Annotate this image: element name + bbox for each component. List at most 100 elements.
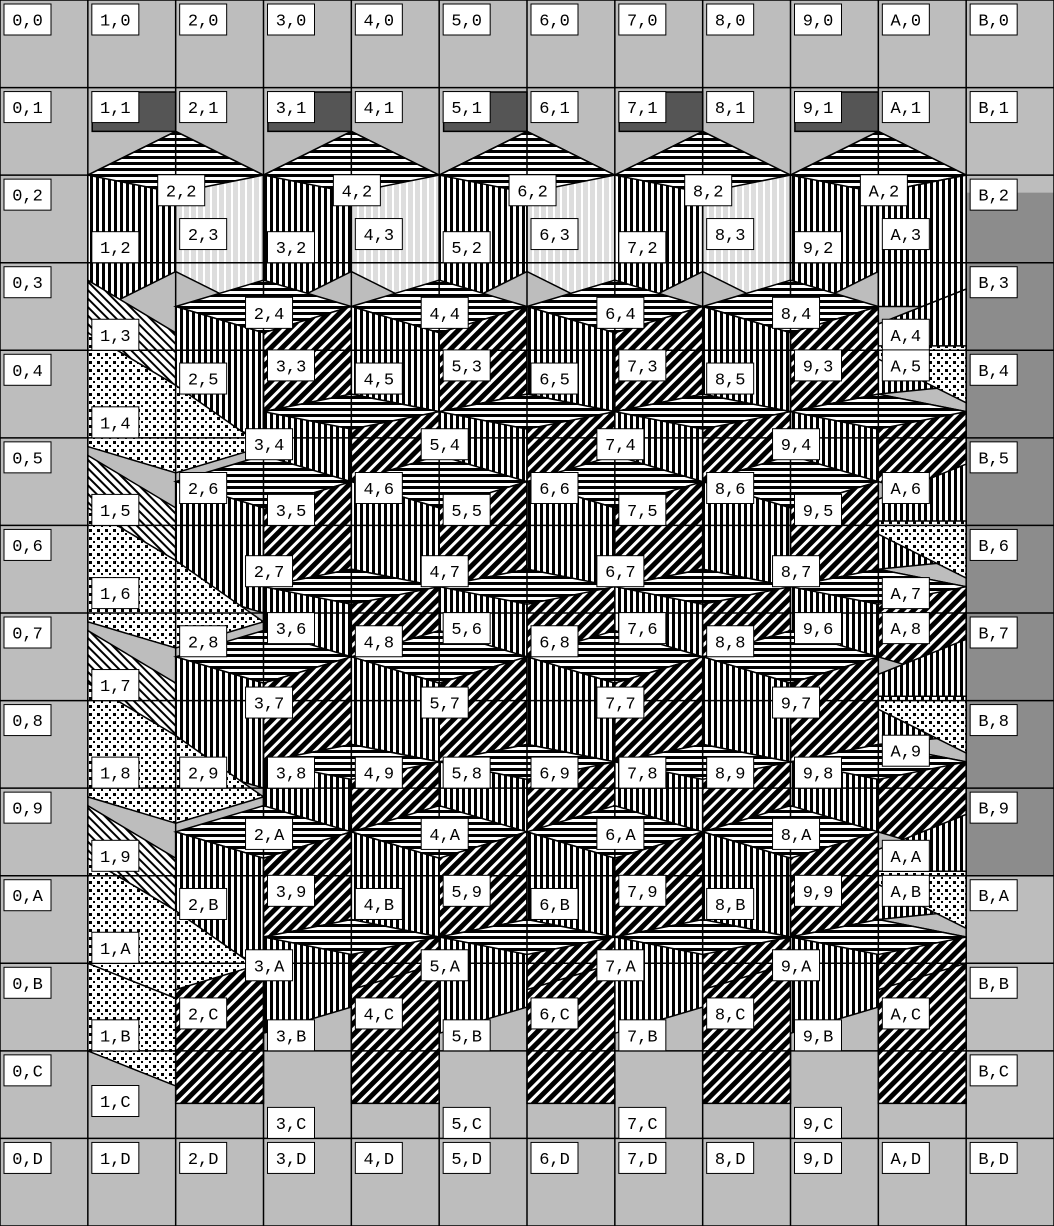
cell-label: 1,8 [92,757,139,788]
cell-label: 0,A [4,880,51,911]
cell-label: 3,1 [268,92,315,123]
cell-label: 1,D [92,1142,139,1173]
cell-label-text: 4,C [364,1006,395,1025]
cell-label-text: 6,9 [539,766,570,785]
cell-label-text: 0,6 [12,538,43,557]
cell-label-text: A,3 [891,227,922,246]
cell-label: B,1 [970,92,1017,123]
cell-label-text: 6,8 [539,634,570,653]
cell-label-text: 3,A [254,958,285,977]
cell-label: 8,7 [773,556,820,587]
cell-label: 3,3 [268,350,315,381]
cell-label-text: 5,C [451,1116,482,1135]
cell-label-text: 6,2 [517,183,548,202]
cell-label: 6,C [531,998,578,1029]
cell-label-text: 4,4 [429,306,460,325]
cell-label-text: 9,8 [803,766,834,785]
cell-label-text: 9,A [781,958,812,977]
cell-label: 5,0 [443,4,490,35]
cell-label-text: 2,6 [188,481,219,500]
cell-label-text: 6,C [539,1006,570,1025]
cell-label-text: B,9 [978,801,1009,820]
cell-label-text: 4,1 [364,100,395,119]
cell-label: 4,1 [355,92,402,123]
cell-label: 5,2 [443,232,490,263]
cell-label: 2,9 [180,757,227,788]
cell-label: 9,A [773,950,820,981]
cell-label-text: 8,B [715,897,746,916]
cell-label-text: 8,5 [715,372,746,391]
cell-label: A,8 [882,613,929,644]
cell-label-text: 5,8 [451,766,482,785]
cell-label: 0,D [4,1142,51,1173]
cell-label-text: 9,B [803,1028,834,1047]
cell-label: 5,7 [421,687,468,718]
cell-label-text: 5,9 [451,884,482,903]
cell-label-text: 3,C [276,1116,307,1135]
cell-label: 5,B [443,1020,490,1051]
cell-label-text: 1,9 [100,849,131,868]
cell-label: 8,4 [773,297,820,328]
cell-label: 1,9 [92,840,139,871]
cell-label-text: 5,7 [429,696,460,715]
cell-label-text: 4,D [364,1151,395,1170]
cell-label-text: B,7 [978,626,1009,645]
cell-label-text: 4,A [429,827,460,846]
cell-label-text: 0,C [12,1063,43,1082]
cell-label: 3,A [246,950,293,981]
cell-label: 2,D [180,1142,227,1173]
cell-label: 6,D [531,1142,578,1173]
cell-label: 6,2 [509,175,556,206]
cell-label: 9,6 [795,613,842,644]
cell-label-text: 8,0 [715,13,746,32]
cell-label-text: 0,7 [12,626,43,645]
cell-label-text: 5,2 [451,240,482,259]
cell-label-text: 8,1 [715,100,746,119]
cell-label-text: 5,D [451,1151,482,1170]
cell-label: 7,2 [619,232,666,263]
cell-label-text: 2,5 [188,372,219,391]
cell-label: 7,C [619,1107,666,1138]
cell-label: 3,6 [268,613,315,644]
cell-label-text: 1,3 [100,328,131,347]
cell-label: 0,B [4,967,51,998]
cell-label-text: B,4 [978,363,1009,382]
cell-label: 4,2 [333,175,380,206]
cell-label-text: 3,7 [254,696,285,715]
cell-label-text: 6,6 [539,481,570,500]
cell-label: 8,9 [707,757,754,788]
cell-label: 6,8 [531,626,578,657]
cell-label-text: 8,3 [715,227,746,246]
cell-label-text: 4,3 [364,227,395,246]
cell-label-text: A,6 [891,481,922,500]
cell-label: 5,D [443,1142,490,1173]
cell-label: 4,B [355,888,402,919]
cell-label-text: 7,C [627,1116,658,1135]
cell-label-text: 3,0 [276,13,307,32]
cell-label: 5,1 [443,92,490,123]
cell-label: 3,9 [268,875,315,906]
cell-label-text: A,A [891,849,922,868]
cell-label-text: 1,1 [100,100,131,119]
cell-label: 9,C [795,1107,842,1138]
cell-label-text: 9,D [803,1151,834,1170]
cell-label: 9,5 [795,494,842,525]
cell-label-text: 2,7 [254,564,285,583]
cell-label-text: 8,6 [715,481,746,500]
cell-label-text: B,0 [978,13,1009,32]
cell-label: 6,4 [597,297,644,328]
cell-label: 6,7 [597,556,644,587]
cell-label: 0,2 [4,179,51,210]
cell-label: 5,A [421,950,468,981]
cell-label: B,3 [970,267,1017,298]
cell-label-text: 0,A [12,888,43,907]
cell-label: 0,4 [4,354,51,385]
cell-label: 7,8 [619,757,666,788]
cell-label: 2,2 [158,175,205,206]
cell-label-text: 4,9 [364,766,395,785]
cell-label: B,4 [970,354,1017,385]
cell-label: 9,4 [773,429,820,460]
cell-label: 5,4 [421,429,468,460]
cell-label: 1,5 [92,494,139,525]
cell-label: 7,4 [597,429,644,460]
